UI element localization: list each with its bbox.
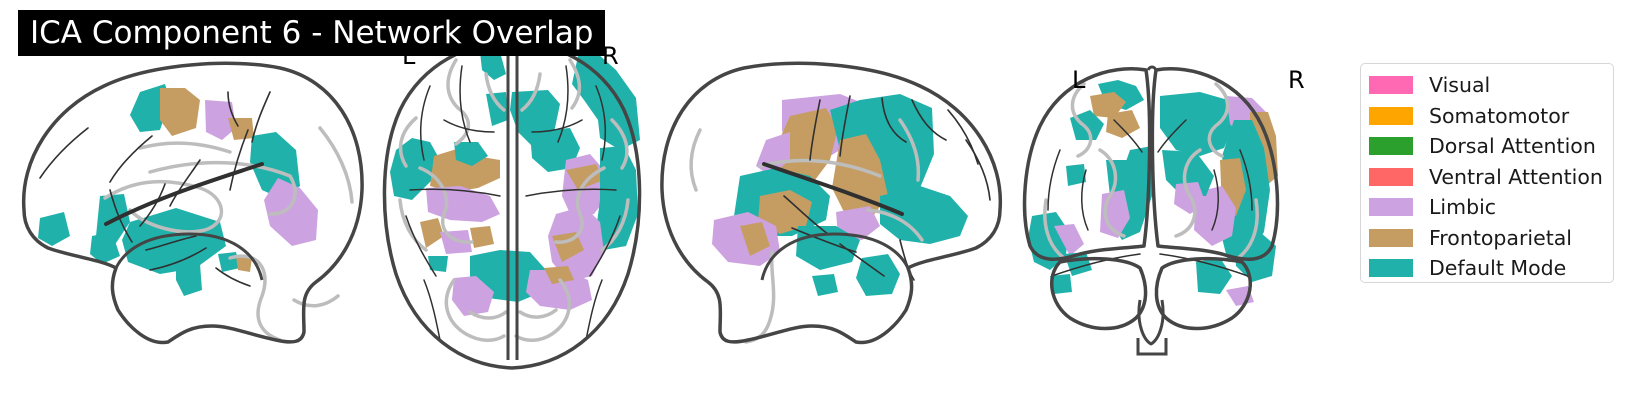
legend-item-visual: Visual [1361,70,1613,101]
legend-label: Limbic [1429,195,1497,220]
legend-label: Dorsal Attention [1429,134,1596,159]
network-legend: Visual Somatomotor Dorsal Attention Vent… [1360,63,1614,283]
legend-swatch [1369,259,1413,278]
legend-swatch [1369,106,1413,125]
axial-right-label: R [602,42,619,70]
coronal-right-label: R [1288,66,1305,94]
legend-swatch [1369,137,1413,156]
figure-title: ICA Component 6 - Network Overlap [18,10,606,56]
sagittal-right-view [660,61,1003,345]
coronal-left-label: L [1072,66,1086,94]
legend-label: Frontoparietal [1429,225,1572,250]
legend-label: Somatomotor [1429,103,1570,128]
legend-label: Default Mode [1429,256,1567,281]
axial-view: L R [382,41,642,370]
legend-item-somatomotor: Somatomotor [1361,101,1613,132]
legend-item-ventral-attention: Ventral Attention [1361,162,1613,193]
sagittal-left-view [21,61,364,345]
sagittal-left-activations [38,84,318,296]
legend-item-dorsal-attention: Dorsal Attention [1361,131,1613,162]
legend-item-frontoparietal: Frontoparietal [1361,223,1613,254]
legend-swatch [1369,167,1413,186]
legend-swatch [1369,198,1413,217]
legend-swatch [1369,228,1413,247]
sagittal-right-activations [712,94,968,296]
legend-item-limbic: Limbic [1361,192,1613,223]
coronal-view: L R [1022,65,1305,356]
legend-item-default-mode: Default Mode [1361,253,1613,284]
legend-swatch [1369,76,1413,95]
legend-label: Visual [1429,73,1491,98]
legend-label: Ventral Attention [1429,164,1603,189]
axial-activations [390,52,640,316]
